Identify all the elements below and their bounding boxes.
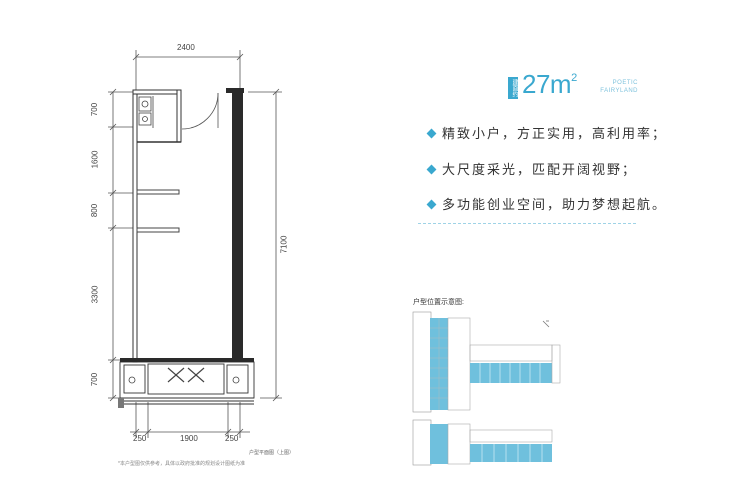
dim-right-total: 7100	[279, 235, 289, 254]
area-number: 27m	[522, 69, 572, 99]
feature-text-3: 多功能创业空间，助力梦想起航。	[442, 198, 668, 213]
footnote: *本户型图仅供参考，具体以政府批准的规划设计图纸为准	[118, 461, 245, 467]
location-title: 户型位置示意图:	[413, 299, 464, 306]
location-map	[412, 311, 561, 466]
area-value: 27m2	[522, 69, 577, 100]
diamond-bullet-icon	[426, 164, 437, 175]
dim-bottom-2: 1900	[180, 434, 198, 443]
area-tag: 建面约	[508, 77, 518, 99]
slogan-line-2: FAIRYLAND	[600, 88, 638, 94]
area-superscript: 2	[571, 72, 577, 85]
plan-caption: 户型平面图（上图）	[249, 450, 295, 456]
dim-bottom-1: 250	[133, 434, 147, 443]
feature-text-1: 精致小户，方正实用，高利用率；	[442, 127, 668, 142]
dim-left-5: 700	[90, 372, 100, 387]
dim-top-width: 2400	[177, 43, 195, 52]
dim-left-4: 3300	[90, 285, 100, 304]
feature-item-1: 精致小户，方正实用，高利用率；	[426, 123, 668, 142]
feature-text-2: 大尺度采光，匹配开阔视野；	[442, 163, 638, 178]
dim-left-3: 800	[90, 203, 100, 218]
feature-item-2: 大尺度采光，匹配开阔视野；	[426, 159, 638, 178]
diamond-bullet-icon	[426, 128, 437, 139]
diamond-bullet-icon	[426, 199, 437, 210]
dim-left-2: 1600	[90, 150, 100, 169]
dim-bottom-3: 250	[225, 434, 239, 443]
slogan-line-1: POETIC	[612, 80, 638, 86]
compass-icon	[542, 320, 550, 328]
dim-left-1: 700	[90, 102, 100, 117]
slogan: POETIC FAIRYLAND	[596, 79, 638, 95]
feature-item-3: 多功能创业空间，助力梦想起航。	[426, 194, 668, 213]
feature-divider	[418, 223, 636, 224]
